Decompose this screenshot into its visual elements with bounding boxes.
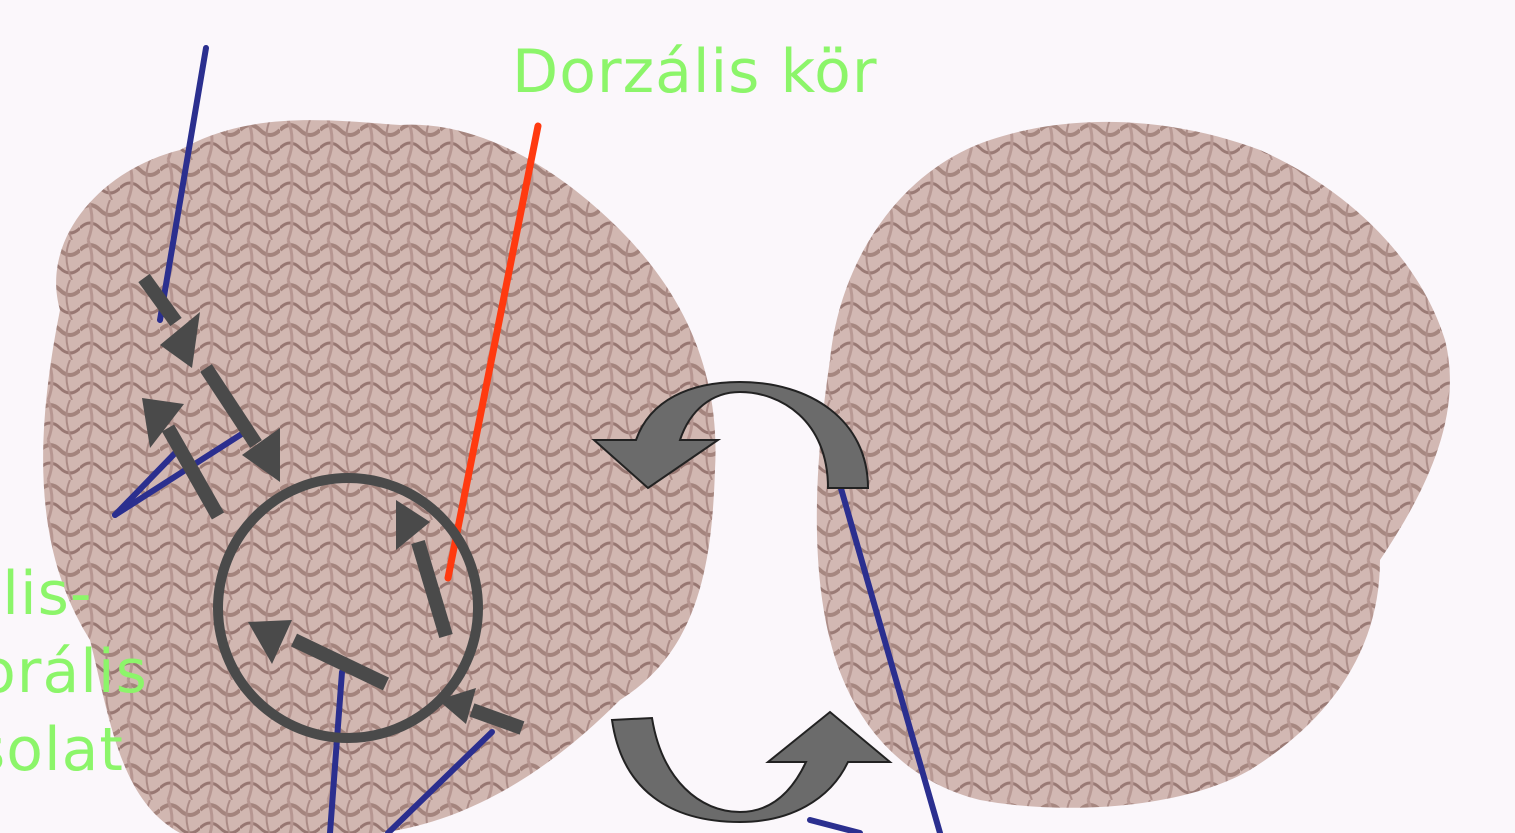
frontal-temporal-line-3: csolat bbox=[0, 715, 124, 785]
frontal-temporal-connection-label: tális- porális csolat bbox=[0, 555, 148, 789]
curved-arrow-bottom bbox=[612, 712, 890, 822]
frontal-temporal-line-2: porális bbox=[0, 637, 148, 707]
dorsal-loop-label: Dorzális kör bbox=[512, 42, 878, 102]
frontal-temporal-line-1: tális- bbox=[0, 559, 93, 629]
right-brain-image bbox=[817, 122, 1450, 808]
